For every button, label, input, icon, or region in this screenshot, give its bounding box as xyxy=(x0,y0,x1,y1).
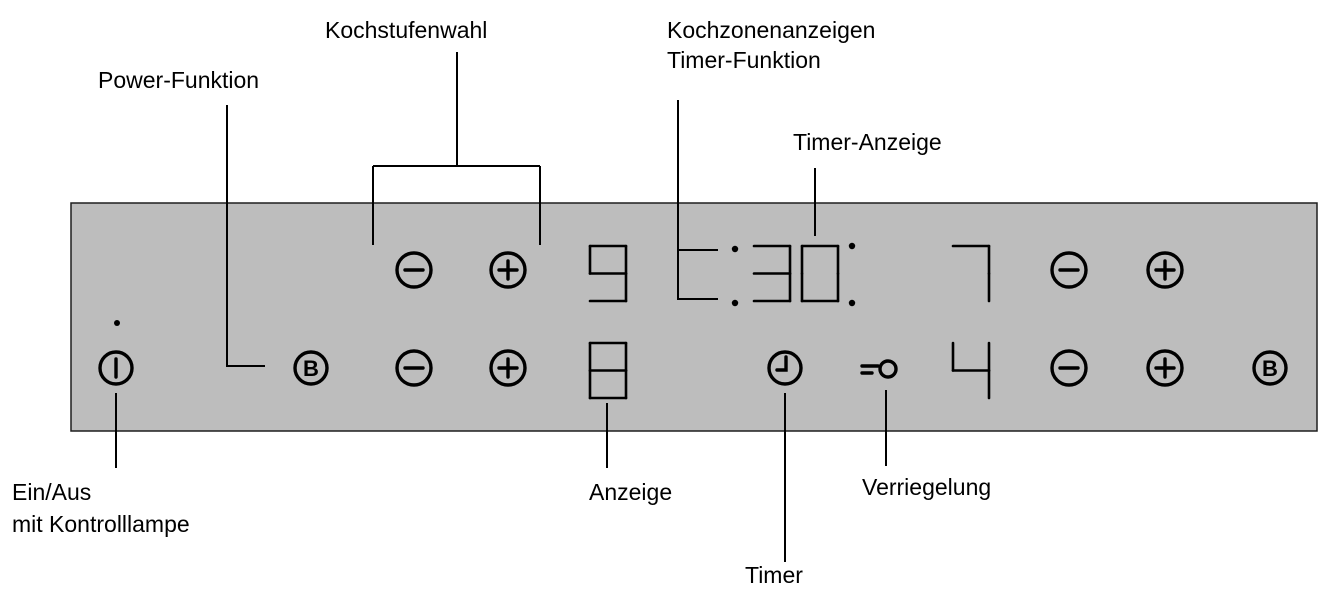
power-boost-icon xyxy=(293,350,329,386)
power-boost-letter: B xyxy=(1262,356,1278,381)
plus-icon xyxy=(1146,349,1184,387)
indicator-dot xyxy=(848,242,856,250)
minus-icon xyxy=(1050,251,1088,289)
label-power-funktion: Power-Funktion xyxy=(98,67,259,93)
plus-button-top-right[interactable] xyxy=(1146,251,1184,289)
label-kochstufenwahl: Kochstufenwahl xyxy=(325,17,487,43)
minus-icon xyxy=(1050,349,1088,387)
timer-button[interactable] xyxy=(767,350,803,386)
label-anzeige: Anzeige xyxy=(589,479,672,505)
power-boost-letter: B xyxy=(303,356,319,381)
indicator-dot xyxy=(731,245,739,253)
minus-icon xyxy=(395,349,433,387)
power-on-off-icon xyxy=(98,350,134,386)
power-on-off-button[interactable] xyxy=(98,350,134,386)
label-timer-anzeige: Timer-Anzeige xyxy=(793,129,942,155)
control-lamp xyxy=(114,320,120,326)
power-boost-icon xyxy=(1252,350,1288,386)
leader-power-funktion xyxy=(226,105,265,367)
cooking-level-display-top-left xyxy=(588,244,628,303)
label-verriegelung: Verriegelung xyxy=(862,474,991,500)
cooking-level-display-top-right xyxy=(951,244,991,303)
plus-button-bottom-right[interactable] xyxy=(1146,349,1184,387)
plus-button-bottom-left[interactable] xyxy=(489,349,527,387)
timer-display xyxy=(752,244,840,303)
indicator-dot xyxy=(848,299,856,307)
minus-icon xyxy=(395,251,433,289)
clock-icon xyxy=(767,350,803,386)
key-lock-button[interactable] xyxy=(860,359,898,379)
power-boost-button-right[interactable]: B xyxy=(1252,350,1288,386)
plus-icon xyxy=(489,349,527,387)
control-panel xyxy=(70,202,1318,432)
plus-button-top-left[interactable] xyxy=(489,251,527,289)
cooking-level-display-bottom-right xyxy=(951,341,991,400)
plus-icon xyxy=(1146,251,1184,289)
plus-icon xyxy=(489,251,527,289)
minus-button-bottom-left[interactable] xyxy=(395,349,433,387)
indicator-dot xyxy=(731,299,739,307)
label-kochzonenanzeigen: Kochzonenanzeigen xyxy=(667,17,875,43)
cooking-level-display-bottom-left xyxy=(588,341,628,400)
minus-button-top-left[interactable] xyxy=(395,251,433,289)
label-mit-kontrolllampe: mit Kontrolllampe xyxy=(12,511,190,537)
label-timer-funktion: Timer-Funktion xyxy=(667,47,821,73)
leader-kochstufenwahl xyxy=(372,52,541,245)
leader-kochzonenanzeigen xyxy=(677,100,718,300)
label-ein-aus: Ein/Aus xyxy=(12,479,91,505)
minus-button-bottom-right[interactable] xyxy=(1050,349,1088,387)
minus-button-top-right[interactable] xyxy=(1050,251,1088,289)
power-boost-button-left[interactable]: B xyxy=(293,350,329,386)
key-lock-icon xyxy=(860,359,898,379)
label-timer: Timer xyxy=(745,562,803,588)
